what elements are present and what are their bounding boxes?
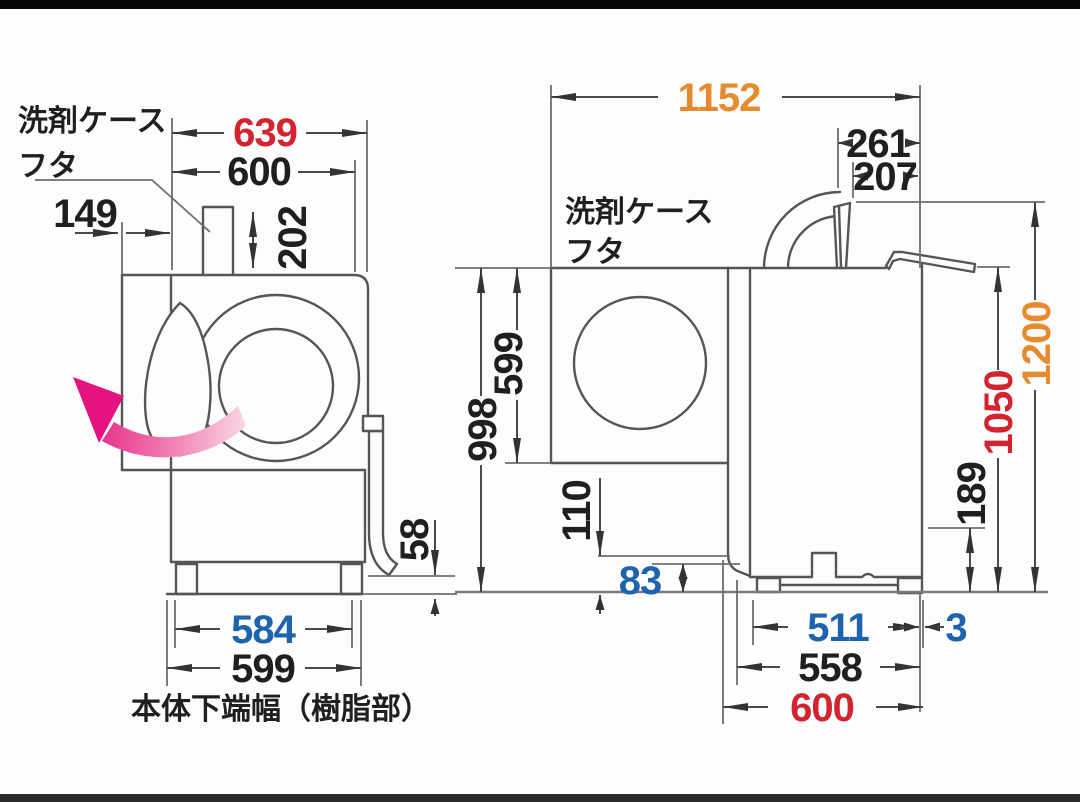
front-lid-label: フタ xyxy=(18,150,78,183)
bottom-letterbox-bar xyxy=(0,794,1080,802)
front-caption: 本体下端幅（樹脂部） xyxy=(131,692,431,726)
dim-side-lid-open: 261 xyxy=(846,122,910,166)
dim-side-base-depth: 511 xyxy=(807,606,869,650)
front-detergent-case-label: 洗剤ケース xyxy=(18,105,167,138)
lid-arc-inner xyxy=(786,214,842,270)
dim-front-case-offset: 149 xyxy=(53,192,117,236)
dim-side-depth: 600 xyxy=(790,686,854,730)
dim-side-body-depth: 558 xyxy=(798,646,862,690)
front-left-foot xyxy=(174,562,199,596)
ext-584 xyxy=(174,600,353,648)
dim-side-height-lid-open: 1200 xyxy=(1015,302,1059,387)
side-front-foot xyxy=(755,576,782,594)
dim-front-body-width: 600 xyxy=(227,150,291,194)
hose-clip xyxy=(361,414,385,433)
front-right-foot xyxy=(339,562,364,596)
door-swing-arrow-head xyxy=(73,377,124,443)
side-door-window xyxy=(572,295,708,431)
dim-front-case-height: 202 xyxy=(271,206,315,270)
dim-front-bottom-width: 599 xyxy=(231,647,295,691)
lid-leader-line xyxy=(35,179,211,233)
dim-side-depth-open: 1152 xyxy=(678,76,761,120)
detergent-case-outline xyxy=(201,205,235,277)
dim-side-body-height: 1050 xyxy=(977,371,1021,456)
dim-side-open-height: 998 xyxy=(461,397,505,461)
dim-side-hose-height: 189 xyxy=(950,462,994,526)
drain-hose xyxy=(367,429,399,577)
dim-side-lid: 207 xyxy=(853,155,917,199)
drum-inner-circle xyxy=(217,327,335,445)
dim-side-front-panel: 110 xyxy=(555,480,599,542)
dim-front-bottom-width-resin: 584 xyxy=(231,608,296,652)
dim-side-door-height: 599 xyxy=(487,332,531,396)
door-swing-arrow-band xyxy=(102,406,246,458)
side-base-top xyxy=(748,551,924,579)
top-letterbox-bar xyxy=(0,0,1080,9)
lid-blade-inner-line xyxy=(837,205,843,269)
side-detergent-case-label: 洗剤ケース xyxy=(565,196,714,229)
front-view: 洗剤ケース フタ 639 600 149 202 58 584 599 本体下端… xyxy=(18,105,457,726)
lid-arc-outer xyxy=(762,190,842,270)
dim-front-base-height: 58 xyxy=(393,518,437,561)
side-view: 洗剤ケース フタ 1152 261 207 599 998 110 83 189… xyxy=(455,76,1059,730)
side-front-edge-outer xyxy=(726,266,752,578)
dim-side-gap: 3 xyxy=(945,606,966,650)
side-lid-label: フタ xyxy=(565,236,625,269)
rear-hook-handle xyxy=(884,250,977,274)
lid-blade xyxy=(832,201,852,270)
dim-side-toe: 83 xyxy=(619,559,662,603)
front-body-top-outline xyxy=(120,273,370,422)
dim-front-total-width: 639 xyxy=(233,111,297,155)
